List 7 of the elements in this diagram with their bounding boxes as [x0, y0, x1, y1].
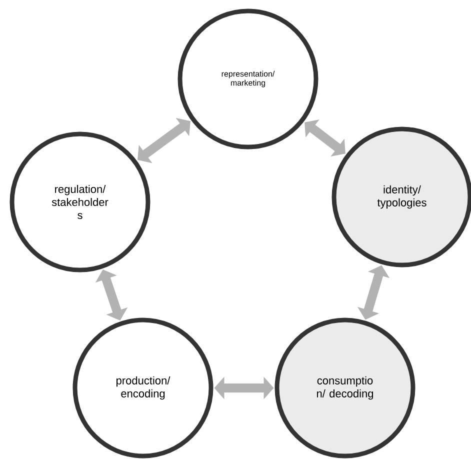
- circle-node: regulation/ stakeholder s: [10, 132, 150, 272]
- circle-node: production/ encoding: [72, 318, 214, 458]
- circle-node: representation/ marketing: [178, 8, 318, 150]
- double-arrow: [138, 118, 190, 164]
- circle-node: consumptio n/ decoding: [274, 318, 416, 458]
- circle-node: identity/ typologies: [332, 126, 471, 268]
- double-arrow: [95, 270, 128, 320]
